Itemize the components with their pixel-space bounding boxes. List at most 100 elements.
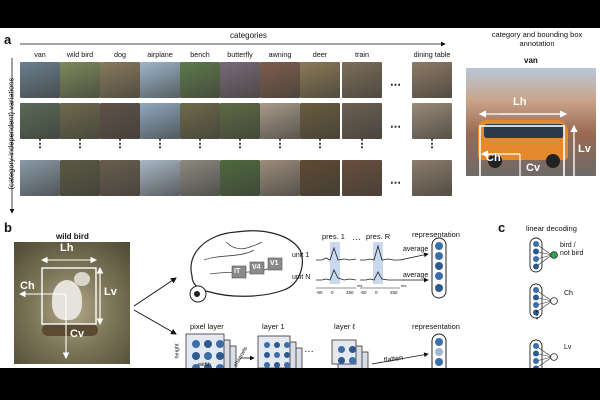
cnn-unit-dot xyxy=(284,352,291,359)
figure-panel: a categories (category-independent) vari… xyxy=(0,28,600,368)
thumbnail-image xyxy=(180,160,220,196)
cnn-unit-dot xyxy=(274,352,281,359)
annotation-category: van xyxy=(524,56,538,65)
unit-1-label: unit 1 xyxy=(292,252,310,259)
thumbnail-image xyxy=(100,160,140,196)
brain-outline xyxy=(190,230,303,297)
row-ellipsis-dots: ⋮ xyxy=(114,138,126,150)
decoder-weight xyxy=(535,289,553,302)
cnn-unit-dot xyxy=(192,352,200,360)
tick-unit: ms xyxy=(357,283,363,288)
category-label: dining table xyxy=(413,50,451,59)
thumbnail-image xyxy=(180,103,220,139)
annotation-title: category and bounding box annotation xyxy=(491,30,583,48)
row-ellipsis-dots: ⋮ xyxy=(194,138,206,150)
decoder-input-node xyxy=(533,287,539,293)
decoder-vertical-dots: ⋮ xyxy=(532,310,542,321)
row-ellipsis-dots: ⋮ xyxy=(356,138,368,150)
cnn-unit-dot xyxy=(284,342,291,349)
brain-area-it: IT xyxy=(234,268,241,275)
decoder-weight xyxy=(535,254,553,267)
panel-c-label: c xyxy=(498,220,506,235)
cnn-unit-dot xyxy=(216,352,224,360)
cnn-unit-dot xyxy=(349,346,356,353)
cnn-unit-dot xyxy=(274,362,281,368)
thumbnail-image xyxy=(140,62,180,98)
layer-1-label: layer 1 xyxy=(262,322,285,331)
thumbnail-image xyxy=(140,103,180,139)
pres-r-label: pres. R xyxy=(366,232,391,241)
van-wheel xyxy=(488,154,502,168)
decoder-input-column xyxy=(529,237,543,273)
van-window xyxy=(484,124,564,138)
annotation-lv: Lv xyxy=(578,143,591,155)
cnn-unit-dot xyxy=(264,352,271,359)
bird-lh: Lh xyxy=(60,242,74,254)
decoding-diagrams xyxy=(529,237,558,368)
layer-ellipsis: … xyxy=(304,344,314,355)
category-label: deer xyxy=(312,50,328,59)
unit-n-label: unit N xyxy=(292,274,311,281)
cnn-unit-dot xyxy=(338,346,345,353)
cnn-unit-dot xyxy=(274,342,281,349)
thumbnail-image xyxy=(220,160,260,196)
decoder-weight xyxy=(535,243,553,256)
cnn-unit-dot xyxy=(264,342,271,349)
decoder-input-node xyxy=(533,350,539,357)
category-label: airplane xyxy=(147,50,173,59)
category-label: butterfly xyxy=(227,50,253,59)
annotation-bbox xyxy=(478,110,578,192)
panel-a-arrows xyxy=(9,41,446,214)
tick-label: 250 xyxy=(346,290,354,295)
tick-label: 250 xyxy=(390,290,398,295)
cnn-unit-dot xyxy=(192,364,200,368)
cnn-unit-dot xyxy=(349,357,356,364)
tick-label: -50 xyxy=(316,290,323,295)
decoder-input-node xyxy=(533,365,539,368)
bird-body xyxy=(52,280,82,320)
average-label-top: average xyxy=(403,246,429,253)
bird-ch: Ch xyxy=(20,280,35,292)
column-ellipsis-dots: ⋯ xyxy=(390,79,401,91)
output-lv: Lv xyxy=(564,344,572,351)
thumbnail-image xyxy=(60,62,100,98)
thumbnail-image xyxy=(300,103,340,139)
tick-unit: ms xyxy=(401,283,407,288)
axis-width: width xyxy=(198,362,211,368)
cnn-unit-dot xyxy=(284,362,291,368)
thumbnail-image xyxy=(140,160,180,196)
cnn-unit-dot xyxy=(204,352,212,360)
decoder-input-node xyxy=(533,256,539,262)
output-bird: bird / not bird xyxy=(560,242,584,257)
decoder-input-node xyxy=(533,241,539,247)
thumbnail-image xyxy=(342,62,382,98)
output-ch: Ch xyxy=(564,290,573,297)
average-label-bottom: average xyxy=(403,272,429,279)
thumbnail-image xyxy=(100,62,140,98)
category-label: wild bird xyxy=(66,50,94,59)
bird-branch xyxy=(42,324,98,336)
annotation-cv: Cv xyxy=(526,162,541,174)
cnn-unit-dot xyxy=(264,362,271,368)
thumbnail-image xyxy=(60,160,100,196)
decoder-input-node xyxy=(533,294,539,301)
annotation-ch: Ch xyxy=(486,152,501,164)
category-label: van xyxy=(34,50,46,59)
bird-lv: Lv xyxy=(104,286,117,298)
pres-ellipsis: … xyxy=(352,232,361,242)
decoder-input-node xyxy=(533,302,539,308)
thumbnail-image xyxy=(412,62,452,98)
row-ellipsis-dots: ⋮ xyxy=(314,138,326,150)
cnn-unit-dot xyxy=(204,364,212,368)
bird-cv: Cv xyxy=(70,328,85,340)
cnn-unit-dot xyxy=(216,364,224,368)
van-wheel xyxy=(546,154,560,168)
row-ellipsis-dots: ⋮ xyxy=(34,138,46,150)
decoder-weight xyxy=(536,356,553,368)
thumbnail-image xyxy=(342,160,382,196)
bird-image xyxy=(14,242,130,364)
decoder-input-node xyxy=(533,263,539,270)
layer-l-label: layer ℓ xyxy=(334,322,355,331)
thumbnail-image xyxy=(342,103,382,139)
thumbnail-image xyxy=(20,160,60,196)
